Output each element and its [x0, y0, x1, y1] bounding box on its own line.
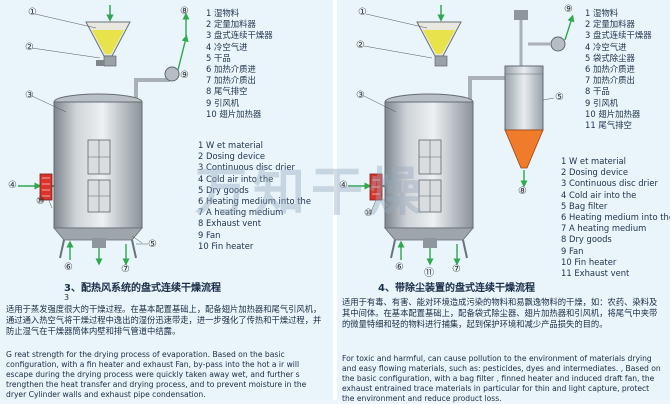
- legend-item: 8 Exhaust vent: [198, 218, 261, 229]
- right-callout-3: ③: [356, 90, 365, 101]
- left-legend-en: 1 W et material 2 Dosing device 3 Contin…: [198, 140, 311, 252]
- left-callout-3: ③: [25, 90, 34, 101]
- legend-item: 6 加热介质进: [585, 63, 635, 74]
- legend-item: 2 定量加料器: [206, 19, 256, 30]
- legend-item: 10 Fin heater: [198, 240, 254, 251]
- legend-item: 4 Cold air into the: [198, 173, 274, 184]
- left-disc-dryer: [53, 93, 143, 259]
- legend-item: 4 Cold air into the: [561, 189, 637, 200]
- legend-item: 8 Dry goods: [561, 234, 612, 245]
- legend-item: 5 袋式除尘器: [585, 52, 635, 63]
- legend-item: 3 盘式连续干燥器: [585, 30, 652, 41]
- left-caption-number: 3: [64, 293, 70, 302]
- legend-item: 2 定量加料器: [585, 19, 635, 30]
- right-callout-6: ⑥: [395, 262, 404, 273]
- legend-item: 10 Fin heater: [561, 256, 617, 267]
- legend-item: 7 加热介质出: [206, 75, 256, 86]
- legend-item: 10 翅片加热器: [585, 108, 641, 119]
- legend-item: 6 加热介质进: [206, 63, 256, 74]
- right-disc-dryer: [384, 93, 474, 259]
- right-callout-10: ⑩: [364, 208, 373, 219]
- legend-item: 5 Dry goods: [198, 184, 249, 195]
- legend-item: 4 冷空气进: [206, 41, 248, 52]
- left-description-en: G reat strength for the drying process o…: [6, 350, 307, 399]
- right-flow-lines: [397, 240, 461, 266]
- right-callout-5: ⑤: [555, 92, 564, 103]
- right-description-en: For toxic and harmful, can cause polluti…: [342, 354, 661, 403]
- left-legend-cn: 1 湿物料 2 定量加料器 3 盘式连续干燥器 4 冷空气进 5 干品 6 加热…: [206, 8, 273, 120]
- right-leaders: [363, 13, 555, 215]
- left-callout-4: ④: [8, 180, 17, 191]
- legend-item: 7 A heating medium: [561, 223, 647, 234]
- legend-item: 7 A heating medium: [198, 207, 284, 218]
- left-fin-heater: [18, 173, 54, 201]
- left-callout-5: ⑤: [148, 239, 157, 250]
- right-legend-en: 1 W et material 2 Dosing device 3 Contin…: [561, 156, 670, 279]
- left-hopper: [85, 5, 131, 67]
- legend-item: 8 尾气排空: [206, 86, 248, 97]
- legend-item: 5 干品: [206, 52, 231, 63]
- legend-item: 6 Heating medium into the: [561, 211, 670, 222]
- legend-item: 3 Continuous disc drier: [198, 162, 295, 173]
- legend-item: 6 Heating medium into the: [198, 195, 312, 206]
- right-fan: [528, 14, 575, 52]
- left-leaders: [31, 13, 143, 244]
- left-callout-6: ⑥: [64, 262, 73, 273]
- legend-item: 7 加热介质出: [585, 75, 635, 86]
- left-callout-7: ⑦: [121, 264, 130, 275]
- legend-item: 4 冷空气进: [585, 41, 627, 52]
- legend-item: 10 翅片加热器: [206, 108, 262, 119]
- legend-item: 1 湿物料: [206, 8, 240, 18]
- legend-item: 1 W et material: [198, 140, 263, 150]
- legend-item: 11 尾气排空: [585, 119, 632, 130]
- legend-item: 11 Exhaust vent: [561, 267, 630, 278]
- right-callout-2: ②: [356, 40, 365, 51]
- right-description-cn: 适用于有毒、有害、能对环境造成污染的物料和易飘逸物料的干燥，如：农药、染料及其中…: [342, 297, 658, 329]
- legend-item: 2 Dosing device: [198, 151, 266, 162]
- left-caption: 3、配热风系统的盘式连续干燥流程: [64, 283, 221, 294]
- legend-item: 3 Continuous disc drier: [561, 178, 658, 189]
- right-callout-4: ④: [339, 180, 348, 191]
- legend-item: 9 Fan: [198, 229, 221, 240]
- left-callout-1: ①: [28, 7, 37, 18]
- right-bag-filter: [504, 65, 544, 188]
- right-callout-11: ⑪: [424, 268, 434, 279]
- right-callout-7: ⑦: [452, 264, 461, 275]
- right-hopper: [416, 5, 462, 67]
- left-callout-2: ②: [25, 42, 34, 53]
- legend-item: 9 Fan: [561, 245, 584, 256]
- legend-item: 5 Bag filter: [561, 200, 608, 211]
- right-legend-cn: 1 湿物料 2 定量加料器 3 盘式连续干燥器 4 冷空气进 5 袋式除尘器 6…: [585, 8, 652, 131]
- legend-item: 9 引风机: [585, 97, 619, 108]
- legend-item: 1 W et material: [561, 156, 626, 166]
- panel-divider: [333, 0, 337, 400]
- right-callout-1: ①: [358, 7, 367, 18]
- right-callout-8: ⑧: [518, 186, 527, 197]
- legend-item: 1 湿物料: [585, 8, 619, 18]
- left-exhaust: [134, 12, 190, 100]
- right-callout-9: ⑨: [564, 4, 573, 15]
- left-flow-lines: [66, 240, 148, 266]
- left-callout-10: ⑩: [36, 196, 45, 207]
- left-callout-9: ⑨: [180, 70, 189, 81]
- legend-item: 2 Dosing device: [561, 167, 629, 178]
- legend-item: 9 引风机: [206, 97, 240, 108]
- left-callout-8: ⑧: [180, 6, 189, 17]
- right-caption: 4、带除尘装置的盘式连续干燥流程: [378, 283, 535, 294]
- legend-item: 3 盘式连续干燥器: [206, 30, 273, 41]
- legend-item: 8 干品: [585, 86, 610, 97]
- left-description-cn: 适用于蒸发强度很大的干燥过程。在基本配置基础上，配备翅片加热器和尾气引风机，通过…: [6, 304, 322, 336]
- right-fin-heater: [348, 173, 385, 201]
